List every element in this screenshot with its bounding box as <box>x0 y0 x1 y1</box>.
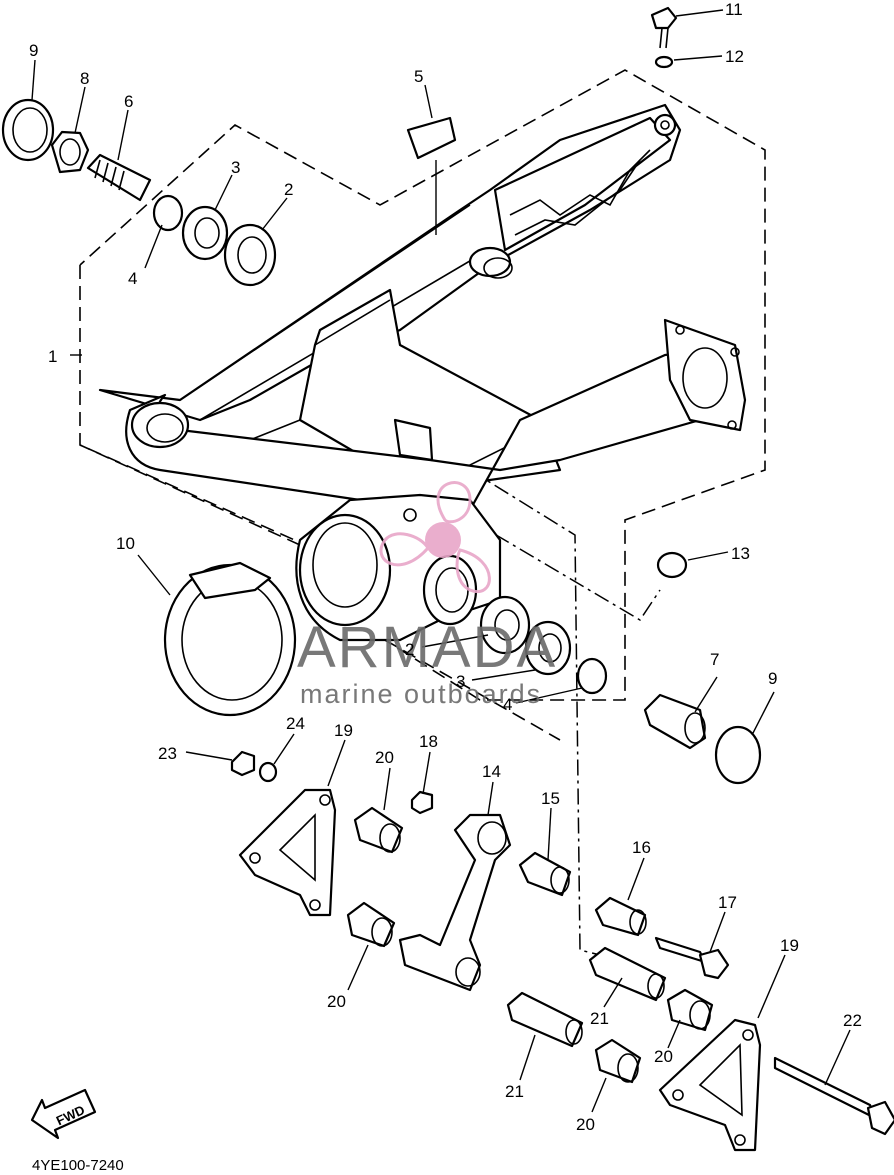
long-collar-a <box>588 946 667 1002</box>
collar-16 <box>594 896 647 937</box>
callout-1: 1 <box>48 347 57 366</box>
connecting-rod <box>398 813 512 992</box>
callout-6: 6 <box>124 92 133 111</box>
callout-20-c: 20 <box>654 1047 673 1066</box>
parts <box>1 6 894 1152</box>
callout-21-b: 21 <box>505 1082 524 1101</box>
diagram-code: 4YE100-7240 <box>32 1157 124 1174</box>
callout-14: 14 <box>482 762 501 781</box>
bearing-right <box>479 595 531 655</box>
nut-linkage <box>410 790 434 815</box>
watermark-logo-icon <box>379 481 491 594</box>
oil-seal-right <box>524 620 572 676</box>
callouts: 9 8 6 5 3 2 4 1 11 12 10 13 2 7 9 3 4 24… <box>29 0 862 1134</box>
washer-top <box>654 55 674 69</box>
callout-17: 17 <box>718 893 737 912</box>
bushing-b <box>346 901 396 948</box>
callout-20-d: 20 <box>576 1115 595 1134</box>
callout-20-b: 20 <box>327 992 346 1011</box>
callout-9-left: 9 <box>29 41 38 60</box>
pivot-bolt-left <box>86 153 152 202</box>
spacer-15 <box>518 851 572 897</box>
callout-5: 5 <box>414 67 423 86</box>
oil-seal-left <box>181 205 229 261</box>
callout-8: 8 <box>80 69 89 88</box>
bushing-c <box>666 988 714 1032</box>
callout-2-bottom: 2 <box>405 640 414 659</box>
bushing-d <box>594 1038 642 1084</box>
callout-21-a: 21 <box>590 1009 609 1028</box>
callout-3-bottom: 3 <box>456 672 465 691</box>
cap <box>656 551 688 579</box>
ring-housing <box>163 561 297 717</box>
bolt-top <box>650 6 678 49</box>
bushing-a <box>353 806 404 854</box>
relay-arm-plate-left <box>238 788 337 917</box>
callout-2-top: 2 <box>284 180 293 199</box>
callout-19-left: 19 <box>334 721 353 740</box>
callout-12: 12 <box>725 47 744 66</box>
long-bolt-22 <box>773 1056 894 1136</box>
callout-9-right: 9 <box>768 669 777 688</box>
locknut <box>50 130 90 174</box>
callout-15: 15 <box>541 789 560 808</box>
callout-18: 18 <box>419 732 438 751</box>
callout-24: 24 <box>286 714 305 733</box>
callout-10: 10 <box>116 534 135 553</box>
callout-22: 22 <box>843 1011 862 1030</box>
watermark-brand: ARMADA <box>297 615 557 680</box>
long-collar-b <box>506 991 584 1048</box>
dust-cover-right <box>714 725 762 785</box>
collar-right <box>576 657 608 695</box>
collar-left <box>152 194 184 232</box>
bearing-left <box>223 223 277 287</box>
fwd-arrow-icon: FWD <box>30 1088 97 1140</box>
callout-16: 16 <box>632 838 651 857</box>
pivot-bolt-right <box>643 693 707 750</box>
callout-7: 7 <box>710 650 719 669</box>
callout-3-top: 3 <box>231 158 240 177</box>
washer-small <box>258 761 278 783</box>
watermark: ARMADA marine outboards <box>297 481 557 709</box>
dust-cover-left <box>1 98 55 162</box>
callout-4-bottom: 4 <box>503 695 512 714</box>
watermark-tagline: marine outboards <box>300 679 542 709</box>
callout-19-right: 19 <box>780 936 799 955</box>
callout-20-a: 20 <box>375 748 394 767</box>
relay-arm-plate-right <box>658 1018 762 1152</box>
leader-lines <box>31 9 851 1113</box>
callout-13: 13 <box>731 544 750 563</box>
swingarm-body <box>98 103 747 642</box>
callout-4-top: 4 <box>128 269 137 288</box>
nut-small <box>230 750 256 777</box>
callout-23: 23 <box>158 744 177 763</box>
bolt-17 <box>654 936 730 980</box>
callout-11: 11 <box>725 0 743 19</box>
chain-slider <box>406 116 457 160</box>
